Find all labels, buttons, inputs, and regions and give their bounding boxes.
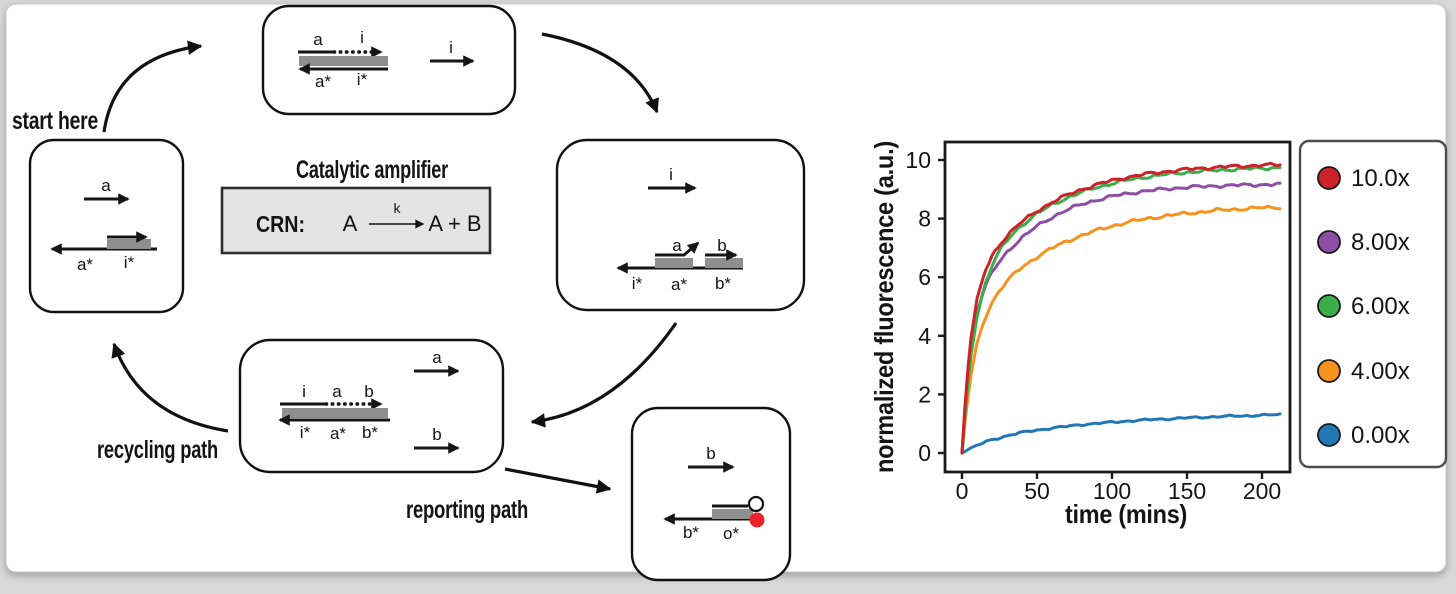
legend-frame xyxy=(1298,139,1448,469)
curve-4.00x xyxy=(960,204,1282,455)
strand-i-comp-label: i* xyxy=(632,274,643,293)
strand-a-comp-label: a* xyxy=(330,424,346,443)
legend-swatch-6x xyxy=(1317,294,1341,318)
strand-b-comp-label: b* xyxy=(683,523,699,542)
strand-i-comp-label: i* xyxy=(357,70,368,89)
arrow-right-to-recycle xyxy=(530,322,678,428)
reaction-cycle-diagram: start here recycling path reporting path… xyxy=(12,4,806,582)
quencher-red-circle xyxy=(749,512,765,528)
legend-label-0x: 0.00x xyxy=(1351,422,1410,449)
legend-swatch-0x xyxy=(1317,423,1341,447)
curve-0.00x xyxy=(960,412,1282,455)
duplex-region xyxy=(712,509,753,519)
legend-label-4x: 4.00x xyxy=(1351,358,1410,385)
strand-a-label: a xyxy=(332,382,342,401)
curve-10.0x xyxy=(960,161,1282,455)
arrow-reporting-path xyxy=(504,467,612,494)
y-tick-label: 8 xyxy=(918,206,931,232)
duplex-region xyxy=(107,239,151,249)
top-box: a i a* i* i xyxy=(261,4,517,116)
strand-b-label: b xyxy=(717,236,726,255)
strand-b-comp-label: b* xyxy=(362,423,378,442)
start-box-frame xyxy=(28,138,185,314)
strand-a-label: a xyxy=(672,236,682,255)
fluorescence-chart: 0 50 100 150 200 0 2 4 6 8 10 time (mins) normali… xyxy=(869,139,1448,529)
y-axis-ticks: 0 2 4 6 8 10 xyxy=(905,147,945,466)
curve-8.00x xyxy=(960,181,1282,455)
x-axis-label: time (mins) xyxy=(1065,499,1187,529)
start-here-label: start here xyxy=(12,107,98,135)
right-box: i a b i* a* b* xyxy=(555,138,806,312)
strand-a-comp-label: a* xyxy=(315,72,331,91)
strand-a-comp-label: a* xyxy=(77,255,93,274)
strand-i-comp-label: i* xyxy=(300,423,311,442)
crn-box-frame xyxy=(220,186,492,255)
crn-product: A + B xyxy=(428,211,481,236)
start-box: a a* i* xyxy=(28,138,185,314)
strand-i-comp-label: i* xyxy=(124,253,135,272)
free-a-label: a xyxy=(432,348,442,367)
legend-label-10x: 10.0x xyxy=(1351,165,1410,192)
recycling-path-label: recycling path xyxy=(97,436,218,464)
strand-o-comp-label: o* xyxy=(723,524,739,543)
y-tick-label: 0 xyxy=(918,440,931,466)
y-tick-label: 10 xyxy=(905,147,931,173)
arrow-recycle-to-start xyxy=(111,342,229,433)
strand-a-comp-label: a* xyxy=(671,275,687,294)
y-tick-label: 6 xyxy=(918,264,931,290)
x-tick-label: 50 xyxy=(1024,478,1050,504)
legend-swatch-10x xyxy=(1317,166,1341,190)
strand-a-label: a xyxy=(101,176,111,195)
recycle-box: i a b i* a* b* a b xyxy=(238,338,505,474)
x-tick-label: 150 xyxy=(1168,478,1206,504)
fluorophore-open-circle xyxy=(747,495,765,513)
legend-swatch-8x xyxy=(1317,230,1341,254)
reporting-path-label: reporting path xyxy=(406,496,528,524)
y-axis-label: normalized fluorescence (a.u.) xyxy=(869,141,899,473)
free-b-label: b xyxy=(432,425,441,444)
legend-label-6x: 6.00x xyxy=(1351,293,1410,320)
top-box-frame xyxy=(261,4,517,116)
x-tick-label: 100 xyxy=(1093,478,1131,504)
free-i-label: i xyxy=(449,38,453,57)
strand-b-label: b xyxy=(364,382,373,401)
free-i-label: i xyxy=(669,165,673,184)
strand-a-displaced-arrow xyxy=(655,241,700,257)
duplex-region xyxy=(282,408,388,418)
duplex-region-b xyxy=(705,258,743,268)
x-axis-ticks: 0 50 100 150 200 xyxy=(956,472,1281,504)
legend-label-8x: 8.00x xyxy=(1351,229,1410,256)
crn-box: CRN: A k A + B xyxy=(220,186,492,255)
reporter-box-frame xyxy=(630,406,792,582)
chart-curves xyxy=(960,161,1282,455)
crn-prefix: CRN: xyxy=(256,211,305,237)
amplifier-title: Catalytic amplifier xyxy=(296,156,448,184)
free-b-label: b xyxy=(706,444,715,463)
x-tick-label: 200 xyxy=(1243,478,1281,504)
duplex-region xyxy=(299,56,388,66)
crn-reactant: A xyxy=(343,211,358,236)
strand-b-comp-label: b* xyxy=(715,274,731,293)
arrow-start-to-top xyxy=(102,40,203,133)
duplex-region-a xyxy=(655,258,693,268)
strand-i-label: i xyxy=(360,28,364,47)
y-tick-label: 4 xyxy=(918,323,931,349)
x-tick-label: 0 xyxy=(956,478,969,504)
strand-i-label: i xyxy=(302,382,306,401)
chart-legend: 10.0x 8.00x 6.00x 4.00x 0.00x xyxy=(1298,139,1448,469)
recycle-box-frame xyxy=(238,338,505,474)
reporter-box: b b* o* xyxy=(630,406,792,582)
legend-swatch-4x xyxy=(1317,359,1341,383)
crn-rate-constant: k xyxy=(394,200,402,216)
y-tick-label: 2 xyxy=(918,381,931,407)
arrow-top-to-right xyxy=(541,32,659,114)
strand-a-label: a xyxy=(313,30,323,49)
plot-frame xyxy=(943,140,1292,474)
